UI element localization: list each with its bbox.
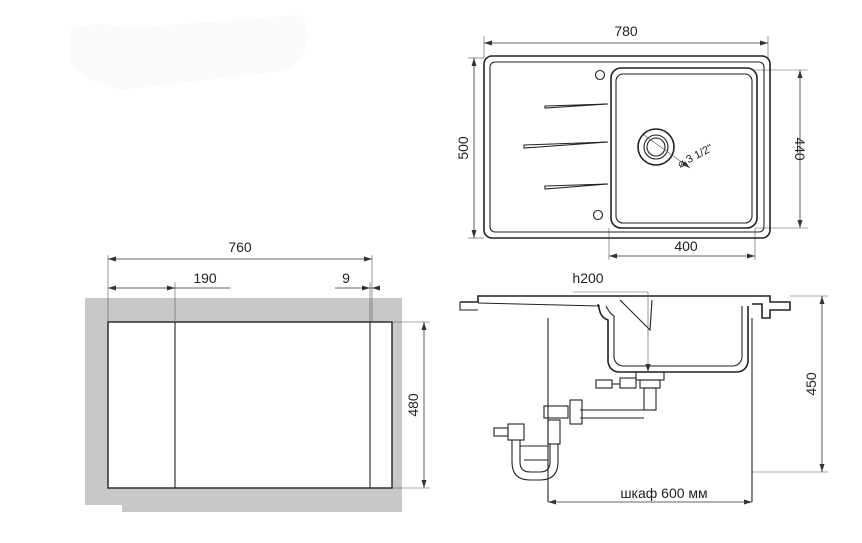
overflow-hole-icon [594,69,606,81]
sink-top-view: 780 500 440 400 [455,23,808,260]
bowl-outline [610,67,758,229]
bowl-section [597,303,749,373]
drain-icon [637,128,691,169]
cutout-width-label: 760 [228,239,252,255]
draining-ribs [523,103,609,190]
bowl-width-label: 400 [674,238,698,254]
top-width-label: 780 [614,23,638,39]
cutout-opening [107,321,393,489]
top-height-label: 500 [455,136,471,160]
bowl-height-label: 440 [792,137,808,161]
sink-side-view: h200 450 [459,270,828,505]
sink-outline [483,55,771,239]
countertop-section [460,295,791,319]
drain-diameter-label: ⌀ 3 1/2" [676,142,715,171]
watermark [70,15,308,90]
side-height-label: 450 [803,372,819,396]
cutout-height-label: 480 [405,393,421,417]
cutout-view: 760 190 9 480 [85,239,430,512]
overflow-hole-icon [592,209,604,221]
cabinet-width-label: шкаф 600 мм [620,485,707,501]
left-offset-label: 190 [193,270,217,286]
siphon-icon [493,371,665,481]
right-offset-label: 9 [342,270,350,286]
depth-label: h200 [572,270,603,286]
